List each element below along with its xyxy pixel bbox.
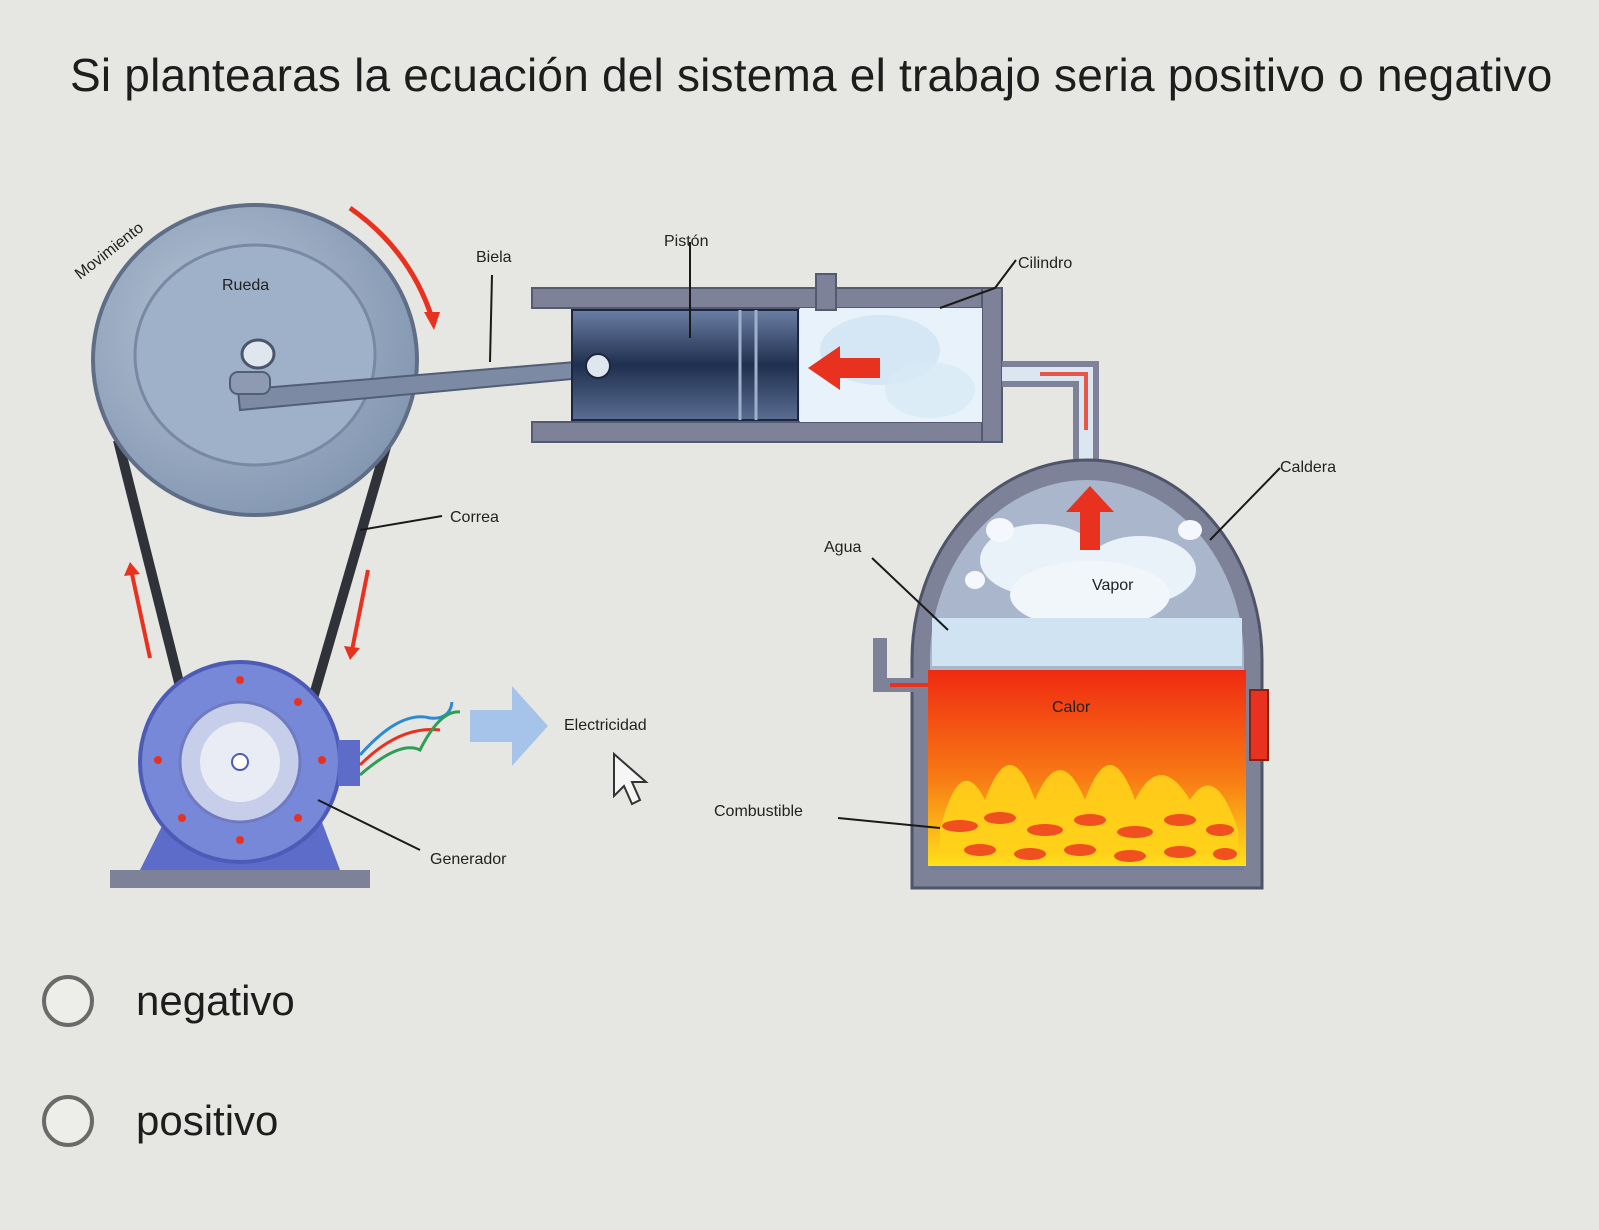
option-label-negativo: negativo <box>136 977 295 1024</box>
wires <box>358 701 461 777</box>
belt-arrow-up <box>130 573 152 659</box>
option-label-positivo: positivo <box>136 1097 279 1144</box>
radio-positivo[interactable] <box>42 1095 94 1147</box>
boiler-arrow <box>1066 486 1114 550</box>
fuel-coals <box>942 812 1237 862</box>
question-text: Si plantearas la ecuación del sistema el… <box>70 49 1553 101</box>
boiler-valve <box>1249 689 1269 761</box>
label-cilindro: Cilindro <box>1018 255 1072 272</box>
label-correa: Correa <box>450 509 499 526</box>
wheel <box>91 203 419 517</box>
connecting-rod <box>229 358 606 412</box>
label-generador: Generador <box>430 851 507 868</box>
label-caldera: Caldera <box>1280 459 1336 476</box>
option-negativo[interactable]: negativo <box>42 966 562 1036</box>
belt-arrow-down <box>350 569 370 651</box>
label-combustible: Combustible <box>714 803 803 820</box>
piston <box>571 309 799 421</box>
leader-lines <box>317 242 1281 851</box>
label-electricidad: Electricidad <box>564 717 647 734</box>
belt-arrow-down-head <box>344 646 360 660</box>
rotation-arrow-head <box>424 312 440 330</box>
option-positivo[interactable]: positivo <box>42 1086 562 1156</box>
label-piston: Pistón <box>664 233 708 250</box>
belt-arrow-up-head <box>124 562 140 576</box>
cylinder <box>531 273 1003 443</box>
label-vapor: Vapor <box>1092 577 1134 594</box>
piston-arrow <box>808 346 880 390</box>
label-agua: Agua <box>824 539 861 556</box>
mouse-cursor-icon <box>613 751 649 806</box>
radio-negativo[interactable] <box>42 975 94 1027</box>
label-rueda: Rueda <box>222 277 269 294</box>
steam-engine-diagram: Movimiento Rueda Biela Pistón Cilindro C… <box>72 203 1336 890</box>
label-calor: Calor <box>1052 699 1091 716</box>
rotation-arrow <box>348 205 435 319</box>
generator <box>110 660 370 888</box>
label-biela: Biela <box>476 249 512 266</box>
flames <box>940 765 1238 850</box>
electricity-arrow <box>470 686 548 766</box>
steam-pipe <box>1002 361 1099 480</box>
